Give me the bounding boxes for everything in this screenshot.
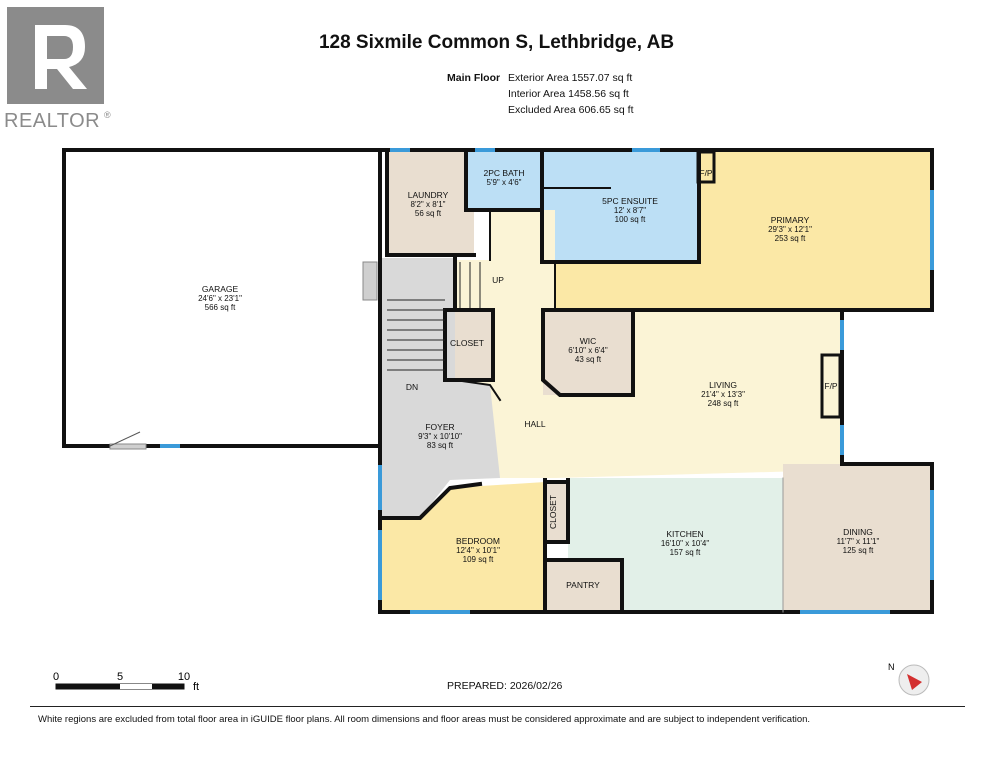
- ensuite-fill: [542, 150, 699, 262]
- foyer-name: FOYER: [425, 422, 454, 432]
- wic-dims: 6'10" x 6'4": [568, 346, 608, 355]
- wic-area: 43 sq ft: [575, 355, 602, 364]
- scale-unit: ft: [193, 681, 199, 693]
- bedroom-fill: [380, 482, 545, 612]
- foyer-area: 83 sq ft: [427, 441, 454, 450]
- foyer-dims: 9'3" x 10'10": [418, 432, 462, 441]
- fireplace-primary-label: F/P: [699, 168, 713, 178]
- bath2pc-fill: [466, 150, 542, 210]
- primary-dims: 29'3" x 12'1": [768, 225, 812, 234]
- ensuite-name: 5PC ENSUITE: [602, 196, 658, 206]
- stairs-down-label: DN: [406, 382, 418, 392]
- garage-area: 566 sq ft: [205, 303, 236, 312]
- wic-name: WIC: [580, 336, 597, 346]
- dining-dims: 11'7" x 11'1": [837, 537, 880, 546]
- living-name: LIVING: [709, 380, 737, 390]
- hall-fill: [455, 210, 840, 478]
- disclaimer-text: White regions are excluded from total fl…: [38, 714, 811, 725]
- bedroom-dims: 12'4" x 10'1": [456, 546, 500, 555]
- excluded-area: Excluded Area 606.65 sq ft: [508, 104, 634, 116]
- scale-bar: 0 5 10 ft: [53, 671, 199, 693]
- ensuite-area: 100 sq ft: [615, 215, 646, 224]
- prepared-date: PREPARED: 2026/02/26: [447, 680, 563, 692]
- r-letter-icon: [35, 25, 87, 89]
- closet2-name: CLOSET: [548, 495, 558, 529]
- living-area: 248 sq ft: [708, 399, 739, 408]
- dining-fill: [783, 464, 933, 612]
- dining-area: 125 sq ft: [843, 546, 874, 555]
- hall-name: HALL: [524, 419, 546, 429]
- laundry-name: LAUNDRY: [408, 190, 449, 200]
- wic-fill: [543, 310, 633, 395]
- dining-name: DINING: [843, 527, 873, 537]
- primary-fill: [555, 150, 932, 310]
- realtor-logo-mark: [7, 7, 104, 104]
- kitchen-area: 157 sq ft: [670, 548, 701, 557]
- scale-tick-10: 10: [178, 671, 190, 683]
- closet2-fill: [543, 480, 568, 542]
- ensuite-dims: 12' x 8'7": [614, 206, 646, 215]
- floor-label: Main Floor: [447, 72, 501, 84]
- scale-tick-5: 5: [117, 671, 123, 683]
- living-dims: 21'4" x 13'3": [701, 390, 745, 399]
- laundry-fill: [387, 150, 474, 255]
- registered-mark-icon: ®: [104, 110, 111, 120]
- footer-divider: [30, 706, 965, 707]
- realtor-brand-text: REALTOR: [4, 110, 101, 132]
- bedroom-area: 109 sq ft: [463, 555, 494, 564]
- kitchen-name: KITCHEN: [666, 529, 703, 539]
- page-title: 128 Sixmile Common S, Lethbridge, AB: [318, 32, 675, 53]
- interior-area: Interior Area 1458.56 sq ft: [508, 88, 629, 100]
- compass-icon: N: [888, 662, 930, 696]
- closet1-name: CLOSET: [450, 338, 484, 348]
- laundry-dims: 8'2" x 8'1": [411, 200, 446, 209]
- pantry-fill: [545, 560, 622, 612]
- fireplace-living-label: F/P: [824, 381, 838, 391]
- compass-north-label: N: [888, 662, 895, 672]
- scale-tick-0: 0: [53, 671, 59, 683]
- exterior-area: Exterior Area 1557.07 sq ft: [508, 72, 633, 84]
- foyer-fill: [380, 258, 500, 518]
- bath2pc-name: 2PC BATH: [484, 168, 525, 178]
- bath2pc-dims: 5'9" x 4'6": [487, 178, 522, 187]
- stairs-up-label: UP: [492, 275, 504, 285]
- garage-name: GARAGE: [202, 284, 239, 294]
- laundry-area: 56 sq ft: [415, 209, 442, 218]
- primary-name: PRIMARY: [771, 215, 810, 225]
- primary-area: 253 sq ft: [775, 234, 806, 243]
- bedroom-name: BEDROOM: [456, 536, 500, 546]
- kitchen-dims: 16'10" x 10'4": [661, 539, 709, 548]
- pantry-name: PANTRY: [566, 580, 600, 590]
- garage-dims: 24'6" x 23'1": [198, 294, 242, 303]
